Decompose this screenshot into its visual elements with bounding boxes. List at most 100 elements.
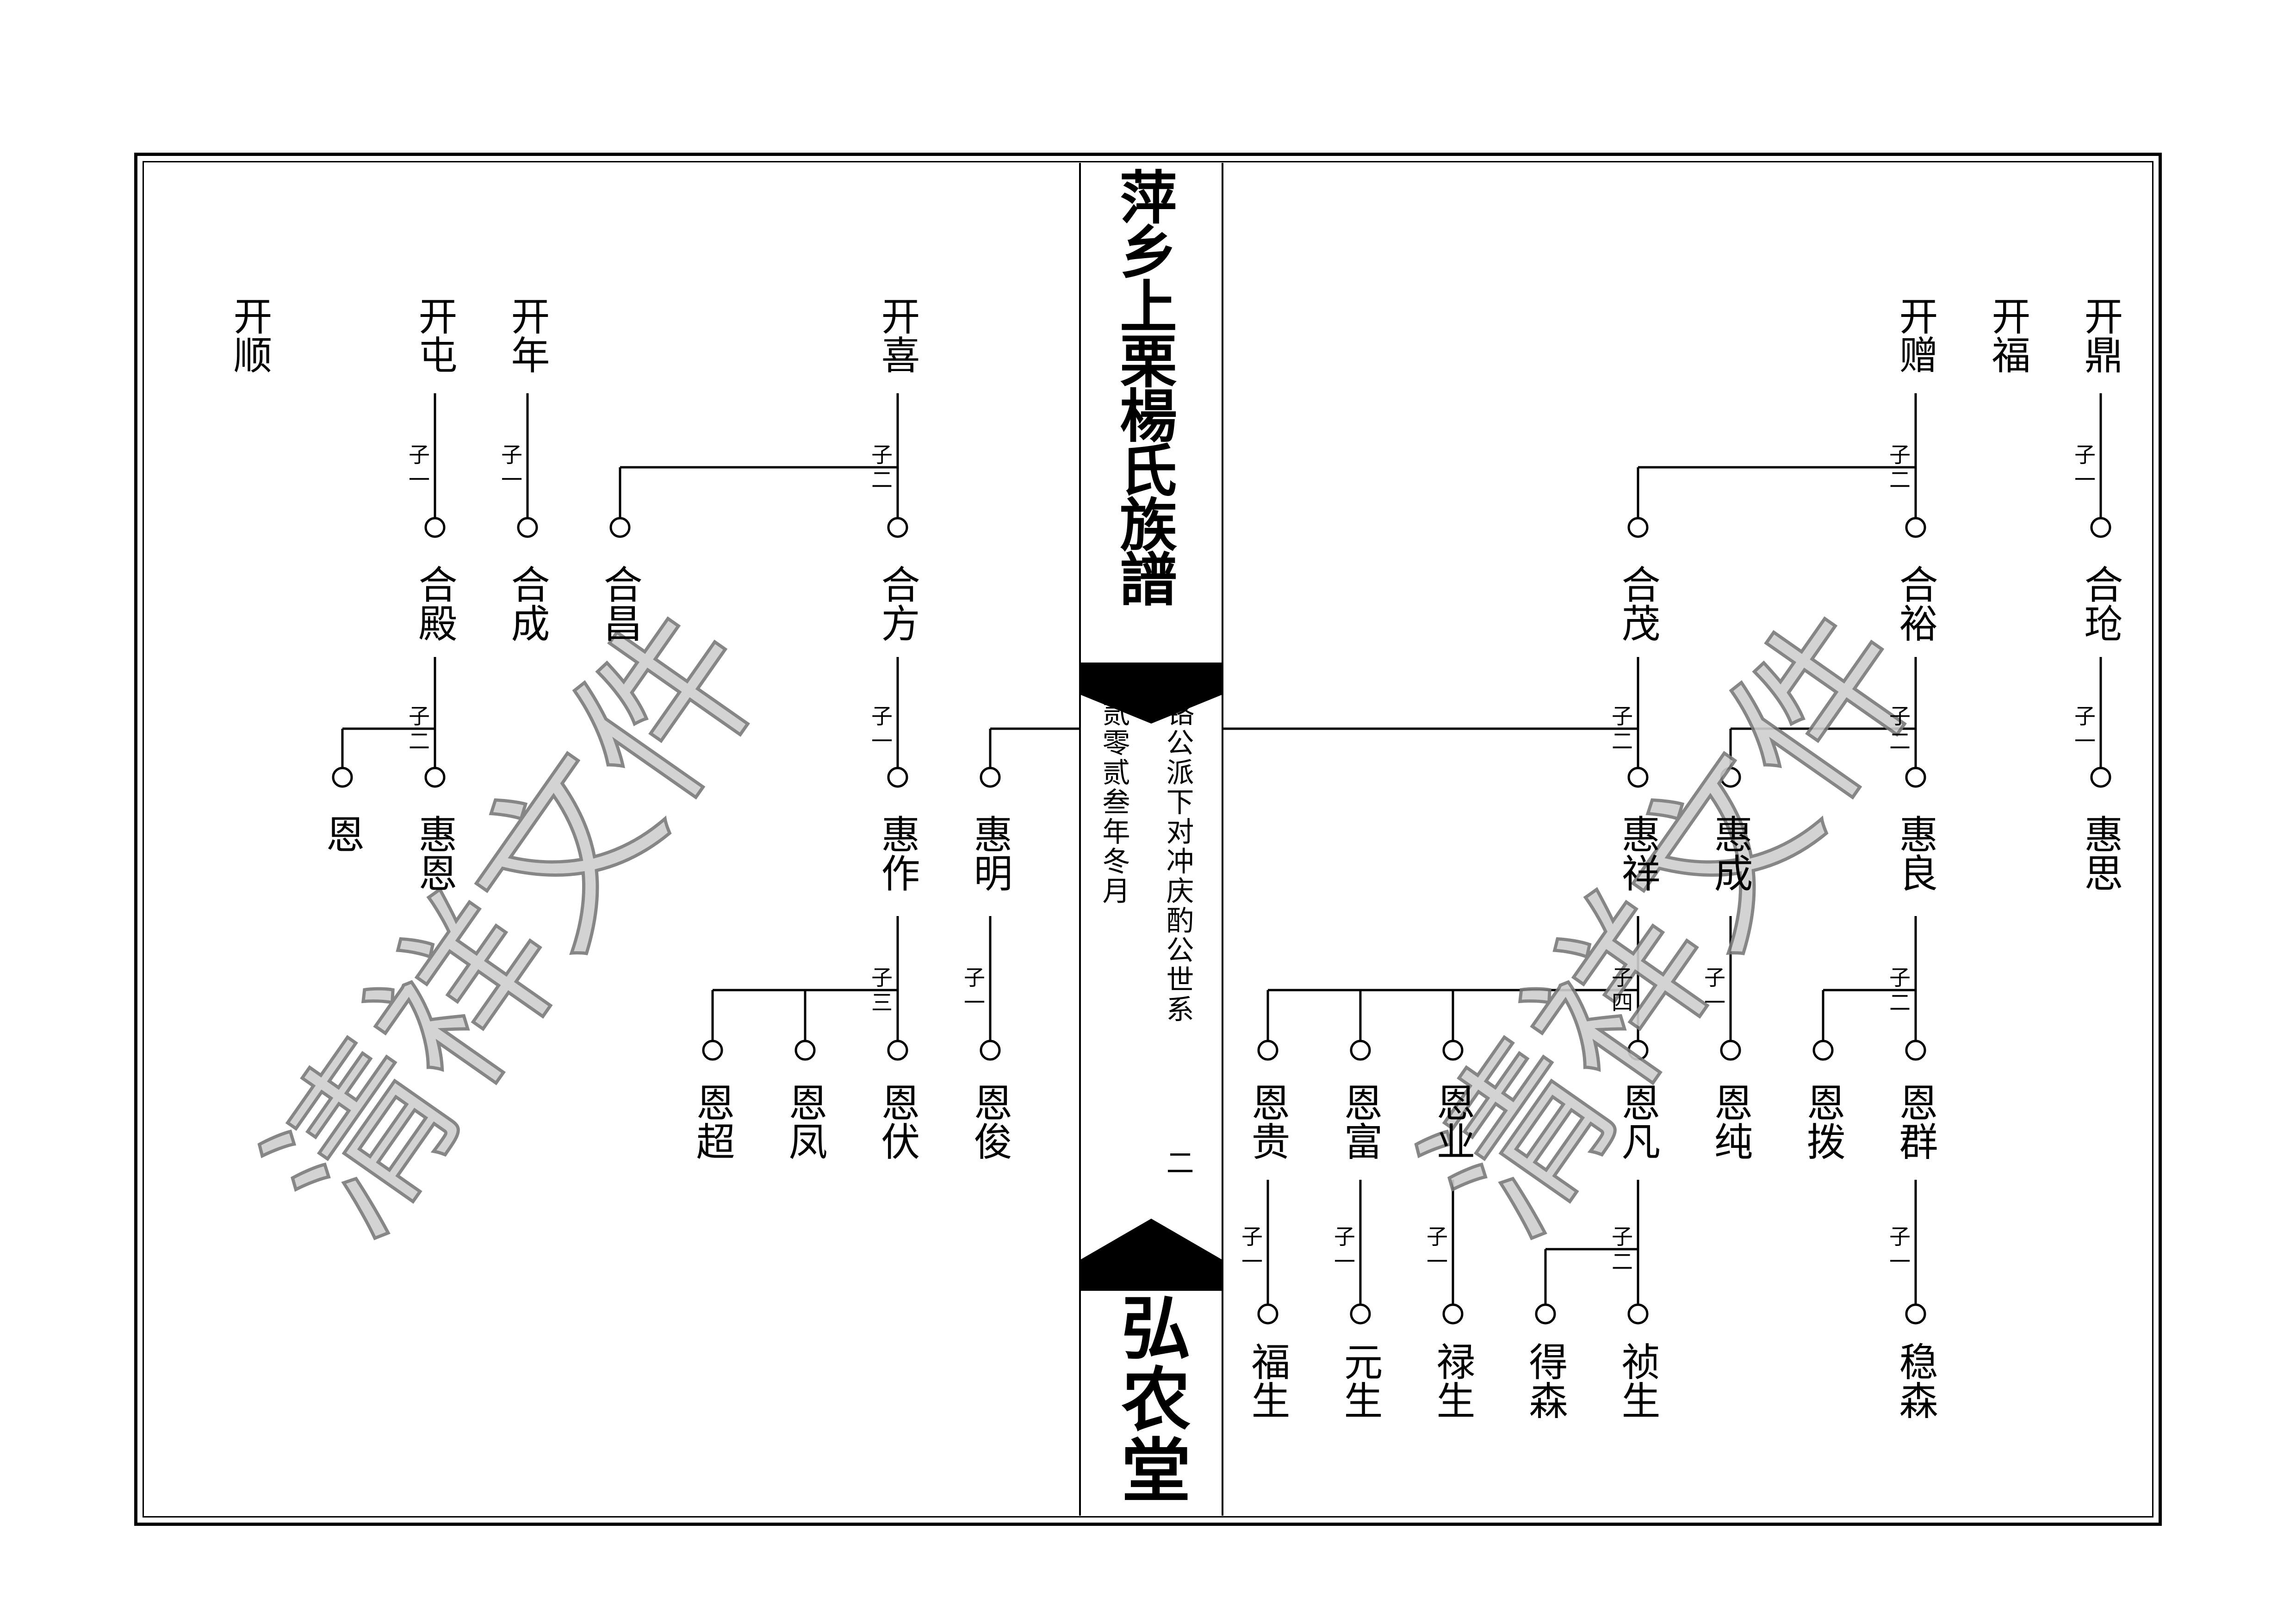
son-count-label: 子二 <box>871 442 893 492</box>
node-circle <box>1905 1303 1926 1325</box>
son-count-label: 子一 <box>2074 442 2096 492</box>
person-name: 福生 <box>1245 1342 1291 1419</box>
son-count-label: 子一 <box>1427 1224 1448 1274</box>
person-name: 恩凡 <box>1615 1083 1661 1160</box>
spine-fishtails <box>1081 663 1222 1291</box>
person-name: 合殿 <box>412 564 458 642</box>
node-circle <box>1350 1303 1371 1325</box>
person-name: 惠作 <box>875 814 920 892</box>
person-name: 合裕 <box>1893 564 1938 642</box>
node-circle <box>1905 1040 1926 1061</box>
inner-border <box>143 161 2153 1518</box>
person-name: 恩超 <box>690 1083 735 1160</box>
outer-border <box>134 153 2162 1526</box>
node-circle <box>1905 517 1926 538</box>
son-count-label: 子一 <box>2074 704 2096 754</box>
person-name: 合玱 <box>2078 564 2123 642</box>
person-name: 恩拨 <box>1800 1083 1846 1160</box>
person-name: 恩富 <box>1338 1083 1383 1160</box>
son-count-label: 子二 <box>1612 1224 1633 1274</box>
person-name: 恩贵 <box>1245 1083 1291 1160</box>
person-name: 祯生 <box>1615 1342 1661 1419</box>
person-name: 稳森 <box>1893 1342 1938 1419</box>
book-title: 萍乡上栗楊氏族譜 <box>1110 167 1177 604</box>
node-circle <box>1350 1040 1371 1061</box>
node-circle <box>517 517 538 538</box>
compile-date: 贰零贰叁年冬月 <box>1098 699 1130 906</box>
son-count-label: 子一 <box>1241 1224 1263 1274</box>
person-name: 惠恩 <box>412 814 458 892</box>
person-name: 开鼎 <box>2078 296 2123 374</box>
node-circle <box>794 1040 816 1061</box>
book-spine: 萍乡上栗楊氏族譜 铬公派下对冲庆酌公世系 贰零贰叁年冬月 二 弘农堂 <box>1079 163 1223 1516</box>
son-count-label: 子一 <box>409 442 430 492</box>
person-name: 恩业 <box>1430 1083 1476 1160</box>
node-circle <box>702 1040 723 1061</box>
node-circle <box>1257 1040 1278 1061</box>
son-count-label: 子一 <box>964 965 985 1015</box>
person-name: 合昌 <box>597 564 643 642</box>
node-circle <box>2090 767 2111 788</box>
lineage-label: 铬公派下对冲庆酌公世系 <box>1161 699 1194 1024</box>
person-name: 禄生 <box>1430 1342 1476 1419</box>
person-name: 开喜 <box>875 296 920 374</box>
bottom-fishtail <box>1081 1219 1222 1291</box>
node-circle <box>1257 1303 1278 1325</box>
person-name: 合茂 <box>1615 564 1661 642</box>
son-count-label: 子二 <box>1889 965 1911 1015</box>
person-name: 开年 <box>505 296 550 374</box>
node-circle <box>1627 517 1649 538</box>
node-circle <box>1812 1040 1834 1061</box>
son-count-label: 子二 <box>1612 704 1633 754</box>
son-count-label: 子一 <box>1704 965 1725 1015</box>
node-circle <box>1627 1303 1649 1325</box>
node-circle <box>980 1040 1001 1061</box>
node-circle <box>424 767 446 788</box>
person-name: 惠思 <box>2078 814 2123 892</box>
person-name: 惠祥 <box>1615 814 1661 892</box>
person-name: 恩凤 <box>782 1083 828 1160</box>
node-circle <box>1720 1040 1741 1061</box>
hall-name: 弘农堂 <box>1110 1292 1191 1505</box>
node-circle <box>1535 1303 1556 1325</box>
node-circle <box>887 767 908 788</box>
person-name: 开顺 <box>227 296 273 374</box>
son-count-label: 子四 <box>1612 965 1633 1015</box>
node-circle <box>887 517 908 538</box>
person-name: 开屯 <box>412 296 458 374</box>
node-circle <box>980 767 1001 788</box>
person-name: 恩群 <box>1893 1083 1938 1160</box>
son-count-label: 子一 <box>501 442 522 492</box>
son-count-label: 子一 <box>871 704 893 754</box>
son-count-label: 子一 <box>1889 1224 1911 1274</box>
node-circle <box>2090 517 2111 538</box>
person-name: 合方 <box>875 564 920 642</box>
son-count-label: 子一 <box>1334 1224 1355 1274</box>
person-name: 惠良 <box>1893 814 1938 892</box>
person-name: 得森 <box>1523 1342 1568 1419</box>
person-name: 惠成 <box>1708 814 1753 892</box>
node-circle <box>332 767 353 788</box>
node-circle <box>1442 1303 1464 1325</box>
person-name: 开赠 <box>1893 296 1938 374</box>
node-circle <box>1720 767 1741 788</box>
node-circle <box>1442 1040 1464 1061</box>
node-circle <box>1905 767 1926 788</box>
node-circle <box>609 517 631 538</box>
son-count-label: 子二 <box>1889 704 1911 754</box>
node-circle <box>1627 1040 1649 1061</box>
person-name: 恩俊 <box>968 1083 1013 1160</box>
person-name: 恩纯 <box>1708 1083 1753 1160</box>
son-count-label: 子三 <box>871 965 893 1015</box>
node-circle <box>424 517 446 538</box>
page-number: 二 <box>1161 1148 1194 1178</box>
person-name: 惠明 <box>968 814 1013 892</box>
son-count-label: 子二 <box>409 704 430 754</box>
node-circle <box>887 1040 908 1061</box>
person-name: 元生 <box>1338 1342 1383 1419</box>
person-name: 合成 <box>505 564 550 642</box>
person-name: 恩 <box>320 814 365 853</box>
node-circle <box>1627 767 1649 788</box>
top-fishtail <box>1081 663 1222 724</box>
